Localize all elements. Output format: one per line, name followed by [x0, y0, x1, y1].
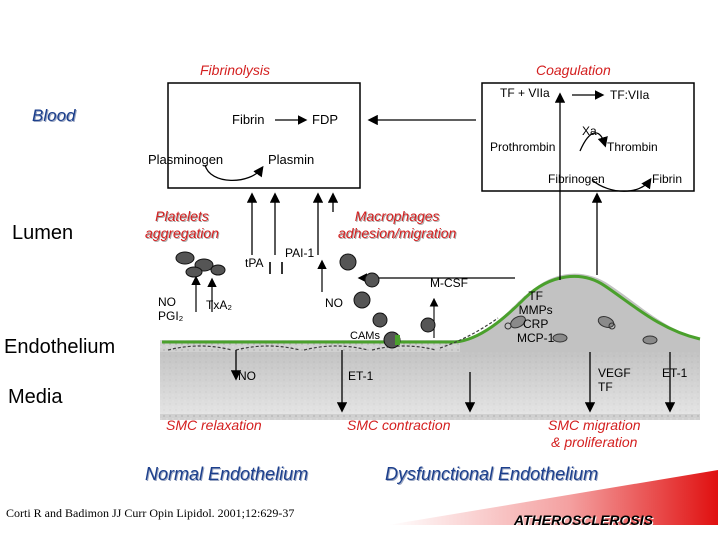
mcsf-label: M-CSF — [430, 276, 468, 290]
fibrinolysis-title: Fibrinolysis — [200, 62, 271, 78]
tpa-label: tPA — [245, 256, 264, 270]
endothelium-line — [162, 274, 701, 344]
no-pgi2-label: NO PGI₂ — [158, 295, 184, 323]
citation: Corti R and Badimon JJ Curr Opin Lipidol… — [6, 506, 295, 520]
media-no-label: NO — [238, 369, 256, 383]
fib-plasminogen: Plasminogen — [148, 152, 224, 167]
outcome-relaxation: SMC relaxation — [166, 417, 262, 433]
media-band — [160, 352, 700, 414]
cams-label: CAMs — [350, 330, 380, 342]
media-et1-label: ET-1 — [348, 369, 374, 383]
coag-fibrinogen: Fibrinogen — [548, 172, 605, 186]
fib-fdp: FDP — [312, 112, 338, 127]
coagulation-title: Coagulation — [536, 62, 611, 78]
atherosclerosis-triangle — [388, 470, 718, 525]
cams-marker — [395, 335, 400, 345]
coagulation-box — [481, 82, 695, 192]
plaque-label: TF MMPs CRP MCP-1 — [517, 289, 555, 345]
plaque-cells — [510, 315, 658, 345]
outcome-migration: SMC migration & proliferation — [548, 417, 641, 450]
atherosclerosis-label: ATHEROSCLEROSIS — [514, 512, 653, 528]
plaque-stars — [504, 322, 616, 330]
macrophage-cells — [339, 253, 436, 349]
no-right-label: NO — [325, 296, 343, 310]
media-et1-right-label: ET-1 — [662, 366, 688, 380]
region-endothelium: Endothelium — [4, 336, 116, 358]
pai1-label: PAI-1 — [285, 246, 315, 260]
fib-fibrin: Fibrin — [232, 112, 265, 127]
outcome-contraction: SMC contraction — [347, 417, 451, 433]
plaque-bulge — [460, 273, 700, 352]
fibrinolysis-box — [167, 82, 361, 189]
media-vegf-label: VEGF TF — [598, 366, 631, 394]
fib-plasmin: Plasmin — [268, 152, 315, 167]
region-lumen: Lumen — [12, 222, 74, 244]
coag-tf-viia: TF:VIIa — [610, 88, 650, 102]
endothelial-cells — [167, 317, 499, 351]
platelets-group — [175, 251, 226, 278]
macrophages-label: Macrophages adhesion/migration — [338, 208, 457, 241]
coag-tf-viia-plus: TF + VIIa — [500, 86, 550, 100]
state-dysfunctional: Dysfunctional Endothelium — [385, 464, 599, 484]
state-normal: Normal Endothelium — [145, 464, 309, 484]
txa2-label: TxA₂ — [206, 298, 232, 312]
region-media: Media — [8, 386, 63, 408]
coag-prothrombin: Prothrombin — [490, 140, 556, 154]
region-blood: Blood — [32, 106, 76, 125]
platelets-label: Platelets aggregation — [145, 208, 219, 241]
coag-thrombin: Thrombin — [607, 140, 658, 154]
coag-xa: Xa — [582, 124, 597, 138]
coag-fibrin: Fibrin — [652, 172, 683, 186]
